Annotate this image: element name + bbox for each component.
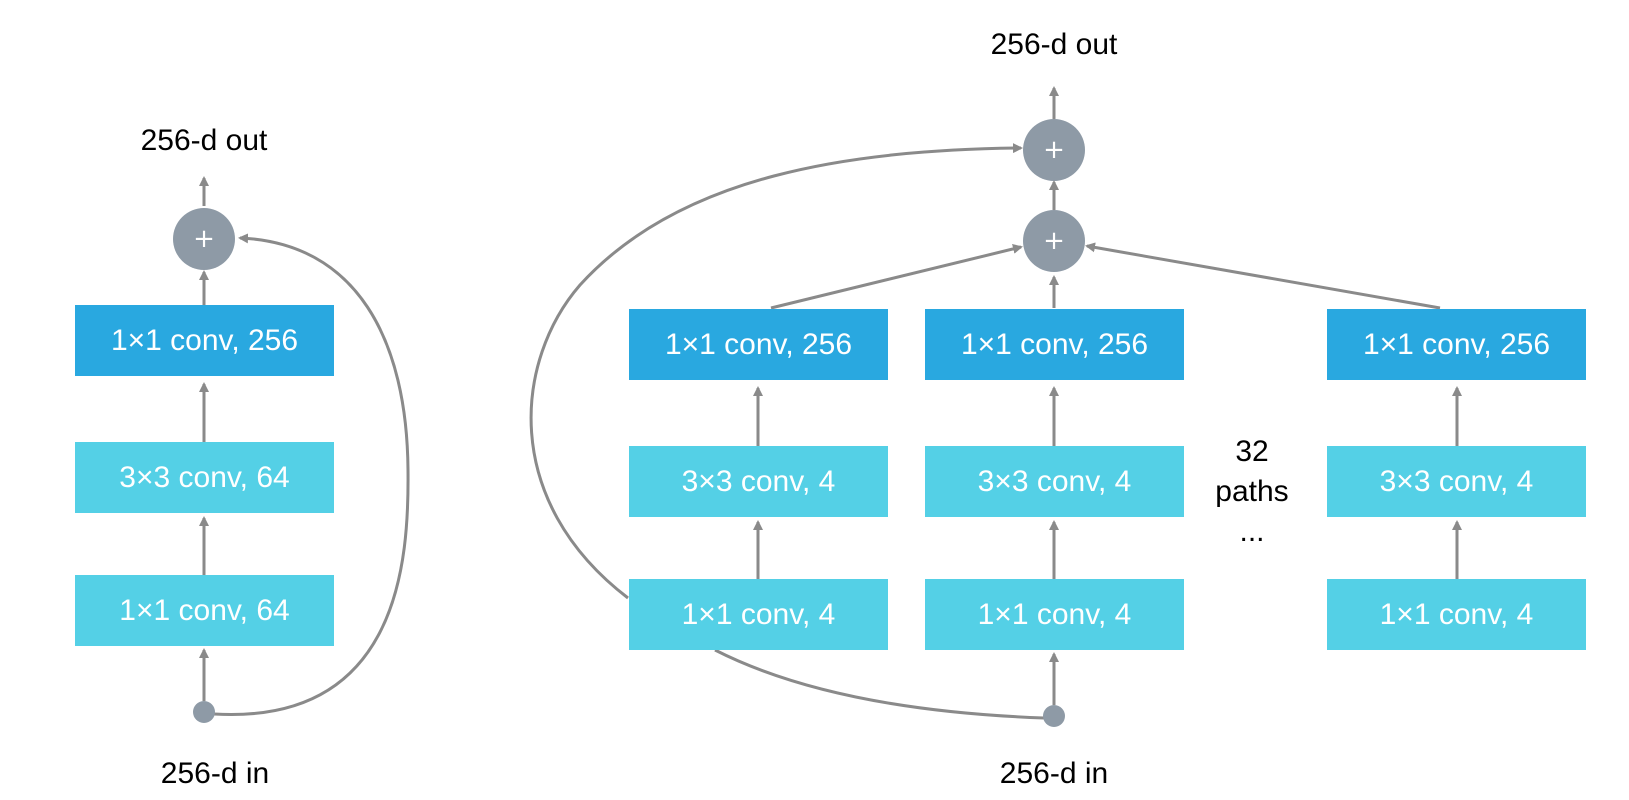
path1-conv-1x1-4: 1×1 conv, 4 [629, 579, 888, 650]
right-output-label: 256-d out [990, 28, 1118, 61]
path2-conv-1x1-256: 1×1 conv, 256 [925, 309, 1184, 380]
path1-conv-1x1-256: 1×1 conv, 256 [629, 309, 888, 380]
p32-merge-line [1085, 242, 1441, 310]
path32-conv-1x1-256: 1×1 conv, 256 [1327, 309, 1586, 380]
left-conv-1x1-256: 1×1 conv, 256 [75, 305, 334, 376]
right-input-label: 256-d in [999, 757, 1109, 790]
left-skip-connection [213, 233, 410, 716]
right-input-node [1043, 705, 1065, 727]
path32-conv-3x3-4: 3×3 conv, 4 [1327, 446, 1586, 517]
right-skip-connection [529, 143, 1023, 600]
left-sum-node: + [173, 208, 235, 270]
right-aggregate-sum-node: + [1023, 210, 1085, 272]
left-conv-3x3-64: 3×3 conv, 64 [75, 442, 334, 513]
left-input-node [193, 701, 215, 723]
left-conv-1x1-64: 1×1 conv, 64 [75, 575, 334, 646]
left-output-label: 256-d out [140, 124, 268, 157]
p1-merge-line [770, 244, 1023, 310]
paths-count-label: 32 paths ... [1215, 435, 1289, 548]
input-to-path1-line [714, 648, 1045, 720]
path32-conv-1x1-4: 1×1 conv, 4 [1327, 579, 1586, 650]
path1-conv-3x3-4: 3×3 conv, 4 [629, 446, 888, 517]
left-input-label: 256-d in [160, 757, 270, 790]
path2-conv-3x3-4: 3×3 conv, 4 [925, 446, 1184, 517]
path2-conv-1x1-4: 1×1 conv, 4 [925, 579, 1184, 650]
right-residual-sum-node: + [1023, 119, 1085, 181]
